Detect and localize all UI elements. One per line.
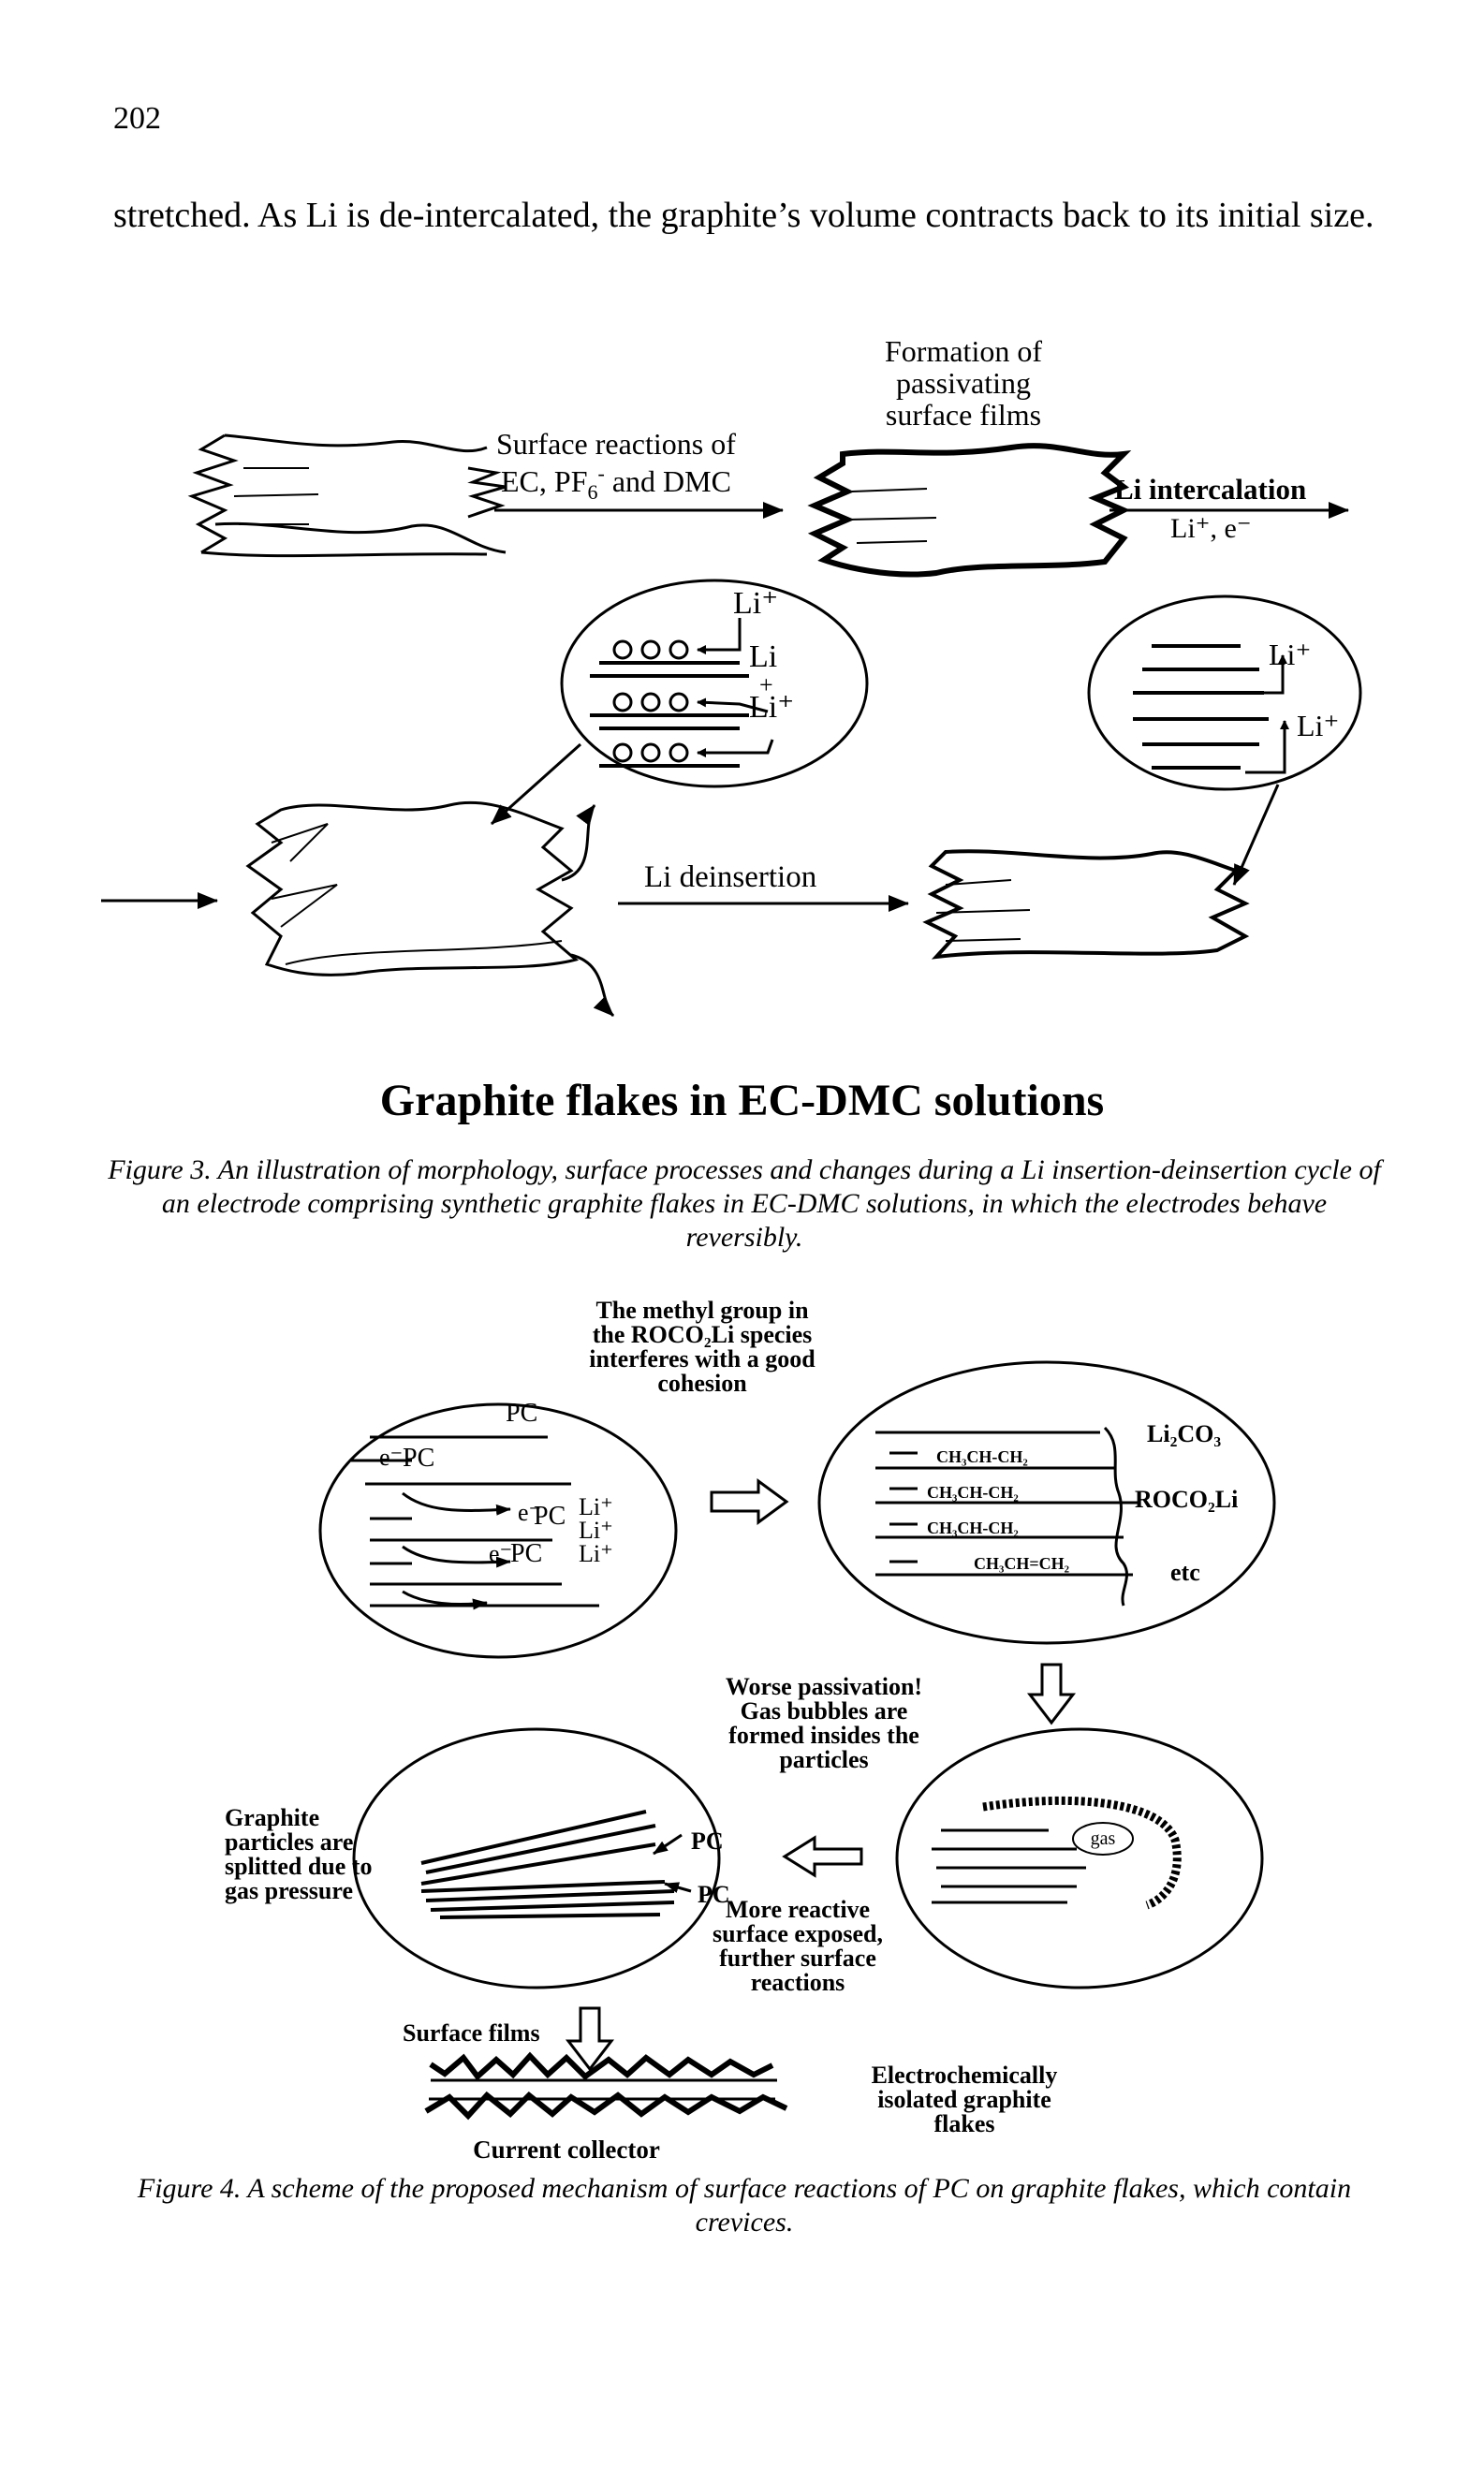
li-plus-label-3: Li⁺ <box>1269 638 1311 671</box>
text-line: splitted due to <box>225 1853 372 1880</box>
hollow-arrow-down-left <box>565 2006 615 2072</box>
text-line: Electrochemically <box>872 2062 1058 2089</box>
surface-reactions-line2: EC, PF6- and DMC <box>501 462 731 504</box>
e-label-3: e⁻ <box>489 1540 512 1567</box>
graphite-flake-contracted <box>922 849 1250 960</box>
text-line: isolated graphite <box>877 2086 1051 2113</box>
surface-reactions-line1: Surface reactions of <box>496 427 736 461</box>
text-line: The methyl group in <box>595 1297 809 1324</box>
li-label: Li <box>749 639 777 674</box>
graphite-flake-initial <box>187 433 507 558</box>
text-line: formed insides the <box>728 1722 919 1749</box>
current-collector-label: Current collector <box>473 2136 660 2164</box>
arrow-to-contracted-flake <box>1232 784 1280 886</box>
figure-3-title: Graphite flakes in EC-DMC solutions <box>379 1076 1105 1125</box>
page-number: 202 <box>113 101 161 136</box>
etc-label: etc <box>1170 1559 1200 1586</box>
li2co3-label: Li₂CO₃ <box>1147 1420 1221 1447</box>
chain-1: CH₃CH-CH₂ <box>936 1447 1028 1466</box>
text-line: reactions <box>751 1969 845 1996</box>
li-plus-e-label: Li⁺, e⁻ <box>1170 513 1252 544</box>
deintercalation-circle <box>1087 594 1362 791</box>
li-plus-label: Li⁺ <box>733 586 778 621</box>
e-label-2: e⁻ <box>518 1499 541 1526</box>
text-line: particles <box>779 1746 868 1773</box>
e-label-1: e⁻ <box>379 1444 403 1471</box>
figure-3-caption: Figure 3. An illustration of morphology,… <box>108 1154 1381 1253</box>
text-line: particles are <box>225 1828 353 1856</box>
chain-2: CH₃CH-CH₂ <box>927 1483 1019 1502</box>
li-plus-label-a: Li⁺ <box>579 1493 613 1520</box>
pc-label-2: PC <box>534 1502 566 1531</box>
plus-label: + <box>759 671 773 698</box>
surface-films-label: Surface films <box>403 2019 540 2047</box>
roco2li-label: ROCO₂Li <box>1135 1486 1238 1513</box>
pc-label-top: PC <box>506 1399 537 1428</box>
text-line: flakes <box>934 2110 995 2137</box>
pc-cointercalation-circle <box>318 1402 678 1659</box>
text-line: Graphite <box>225 1804 319 1831</box>
body-paragraph: stretched. As Li is de-intercalated, the… <box>113 196 1374 235</box>
text-line: Gas bubbles are <box>741 1697 908 1725</box>
li-plus-label-b: Li⁺ <box>579 1517 613 1544</box>
figure-4-caption: Figure 4. A scheme of the proposed mecha… <box>137 2173 1352 2238</box>
arrow-to-expanded-flake <box>490 742 582 826</box>
text-line: surface films <box>886 398 1041 432</box>
pc-label-split-2: PC <box>698 1881 730 1908</box>
text-line: Worse passivation! <box>726 1673 922 1700</box>
text-line: the ROCO₂Li species <box>593 1321 813 1348</box>
li-plus-label-2: Li⁺ <box>749 690 794 725</box>
chain-3: CH₃CH-CH₂ <box>927 1519 1019 1537</box>
text-line: cohesion <box>657 1370 747 1397</box>
gas-label: gas <box>1091 1828 1116 1849</box>
graphite-flake-expanded <box>245 800 615 1018</box>
surface-species-circle <box>817 1360 1276 1645</box>
li-deinsertion-label: Li deinsertion <box>644 860 816 894</box>
split-particles-circle <box>352 1727 721 1989</box>
pc-label-split-1: PC <box>691 1827 724 1855</box>
pc-label-1: PC <box>403 1444 434 1473</box>
intercalation-circle <box>560 579 869 788</box>
gas-bubble-circle <box>895 1727 1264 1989</box>
text-line: passivating <box>896 366 1031 400</box>
hollow-arrow-down-right <box>1026 1663 1077 1725</box>
li-plus-label-4: Li⁺ <box>1297 709 1339 742</box>
text-line: interferes with a good <box>589 1345 815 1372</box>
chain-4: CH₃CH=CH₂ <box>974 1554 1069 1573</box>
hollow-arrow-right <box>710 1478 789 1525</box>
li-intercalation-label: Li intercalation <box>1114 473 1306 506</box>
text-line: More reactive <box>726 1896 870 1923</box>
hollow-arrow-left <box>782 1835 863 1878</box>
text-line: Formation of <box>885 334 1042 368</box>
current-collector-films <box>424 2051 788 2121</box>
pc-label-3: PC <box>510 1539 542 1568</box>
text-line: gas pressure <box>225 1877 353 1904</box>
text-line: surface exposed, <box>713 1920 883 1947</box>
text-line: further surface <box>719 1945 876 1972</box>
li-plus-label-c: Li⁺ <box>579 1540 613 1567</box>
graphite-flake-passivated <box>807 443 1132 578</box>
